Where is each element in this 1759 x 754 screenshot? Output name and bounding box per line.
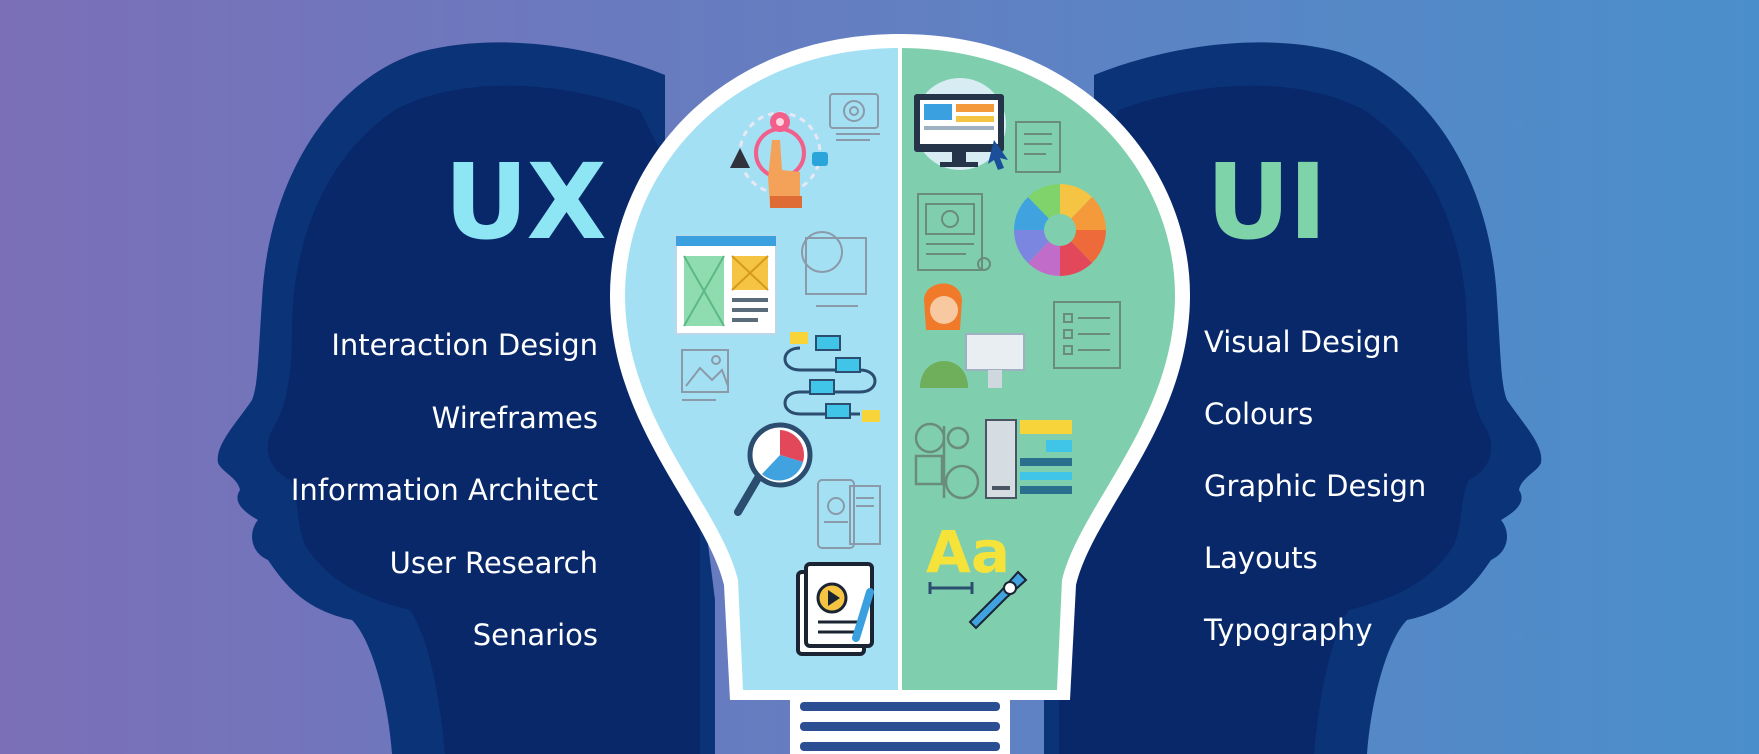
ux-item-wireframes: Wireframes (431, 400, 598, 435)
ux-item-user-research: User Research (389, 545, 598, 580)
video-document-icon (796, 562, 874, 656)
layout-sketch-icon (917, 193, 991, 271)
ui-blocks-icon (985, 419, 1072, 499)
ui-item-layouts: Layouts (1204, 541, 1318, 575)
target-touch-icon (730, 111, 828, 208)
ui-list: Visual Design Colours Graphic Design Lay… (1204, 306, 1426, 666)
ux-title: UX (444, 141, 607, 263)
ui-item-typography: Typography (1204, 613, 1373, 647)
color-wheel-icon (1014, 184, 1106, 276)
mobile-wireframe-icon (817, 479, 881, 549)
ui-item-graphic-design: Graphic Design (1204, 469, 1427, 503)
ux-item-senarios: Senarios (472, 618, 598, 652)
flowchart-icon (783, 332, 880, 422)
wireframe-card-icon (675, 235, 777, 335)
image-icon (681, 349, 729, 401)
ui-item-colours: Colours (1204, 397, 1314, 431)
checklist-icon (1053, 301, 1121, 369)
desktop-monitor-icon (914, 78, 1008, 170)
document-icon (1015, 121, 1061, 173)
grid-sketch-icon (914, 422, 980, 500)
camera-icon (829, 93, 880, 141)
typography-pen-icon: Aa (926, 518, 1028, 630)
ui-item-visual-design: Visual Design (1204, 325, 1400, 359)
designer-person-icon (920, 283, 1025, 388)
typography-glyph: Aa (926, 518, 1010, 586)
ux-item-information-architect: Information Architect (290, 473, 598, 507)
magnifier-chart-icon (734, 422, 813, 516)
bulb-base (790, 690, 1010, 754)
left-head-inner (267, 85, 700, 754)
frame-icon (801, 231, 867, 307)
ui-title: UI (1206, 141, 1327, 263)
ux-item-interaction-design: Interaction Design (331, 328, 598, 362)
ux-list: Interaction Design Wireframes Informatio… (291, 309, 598, 672)
